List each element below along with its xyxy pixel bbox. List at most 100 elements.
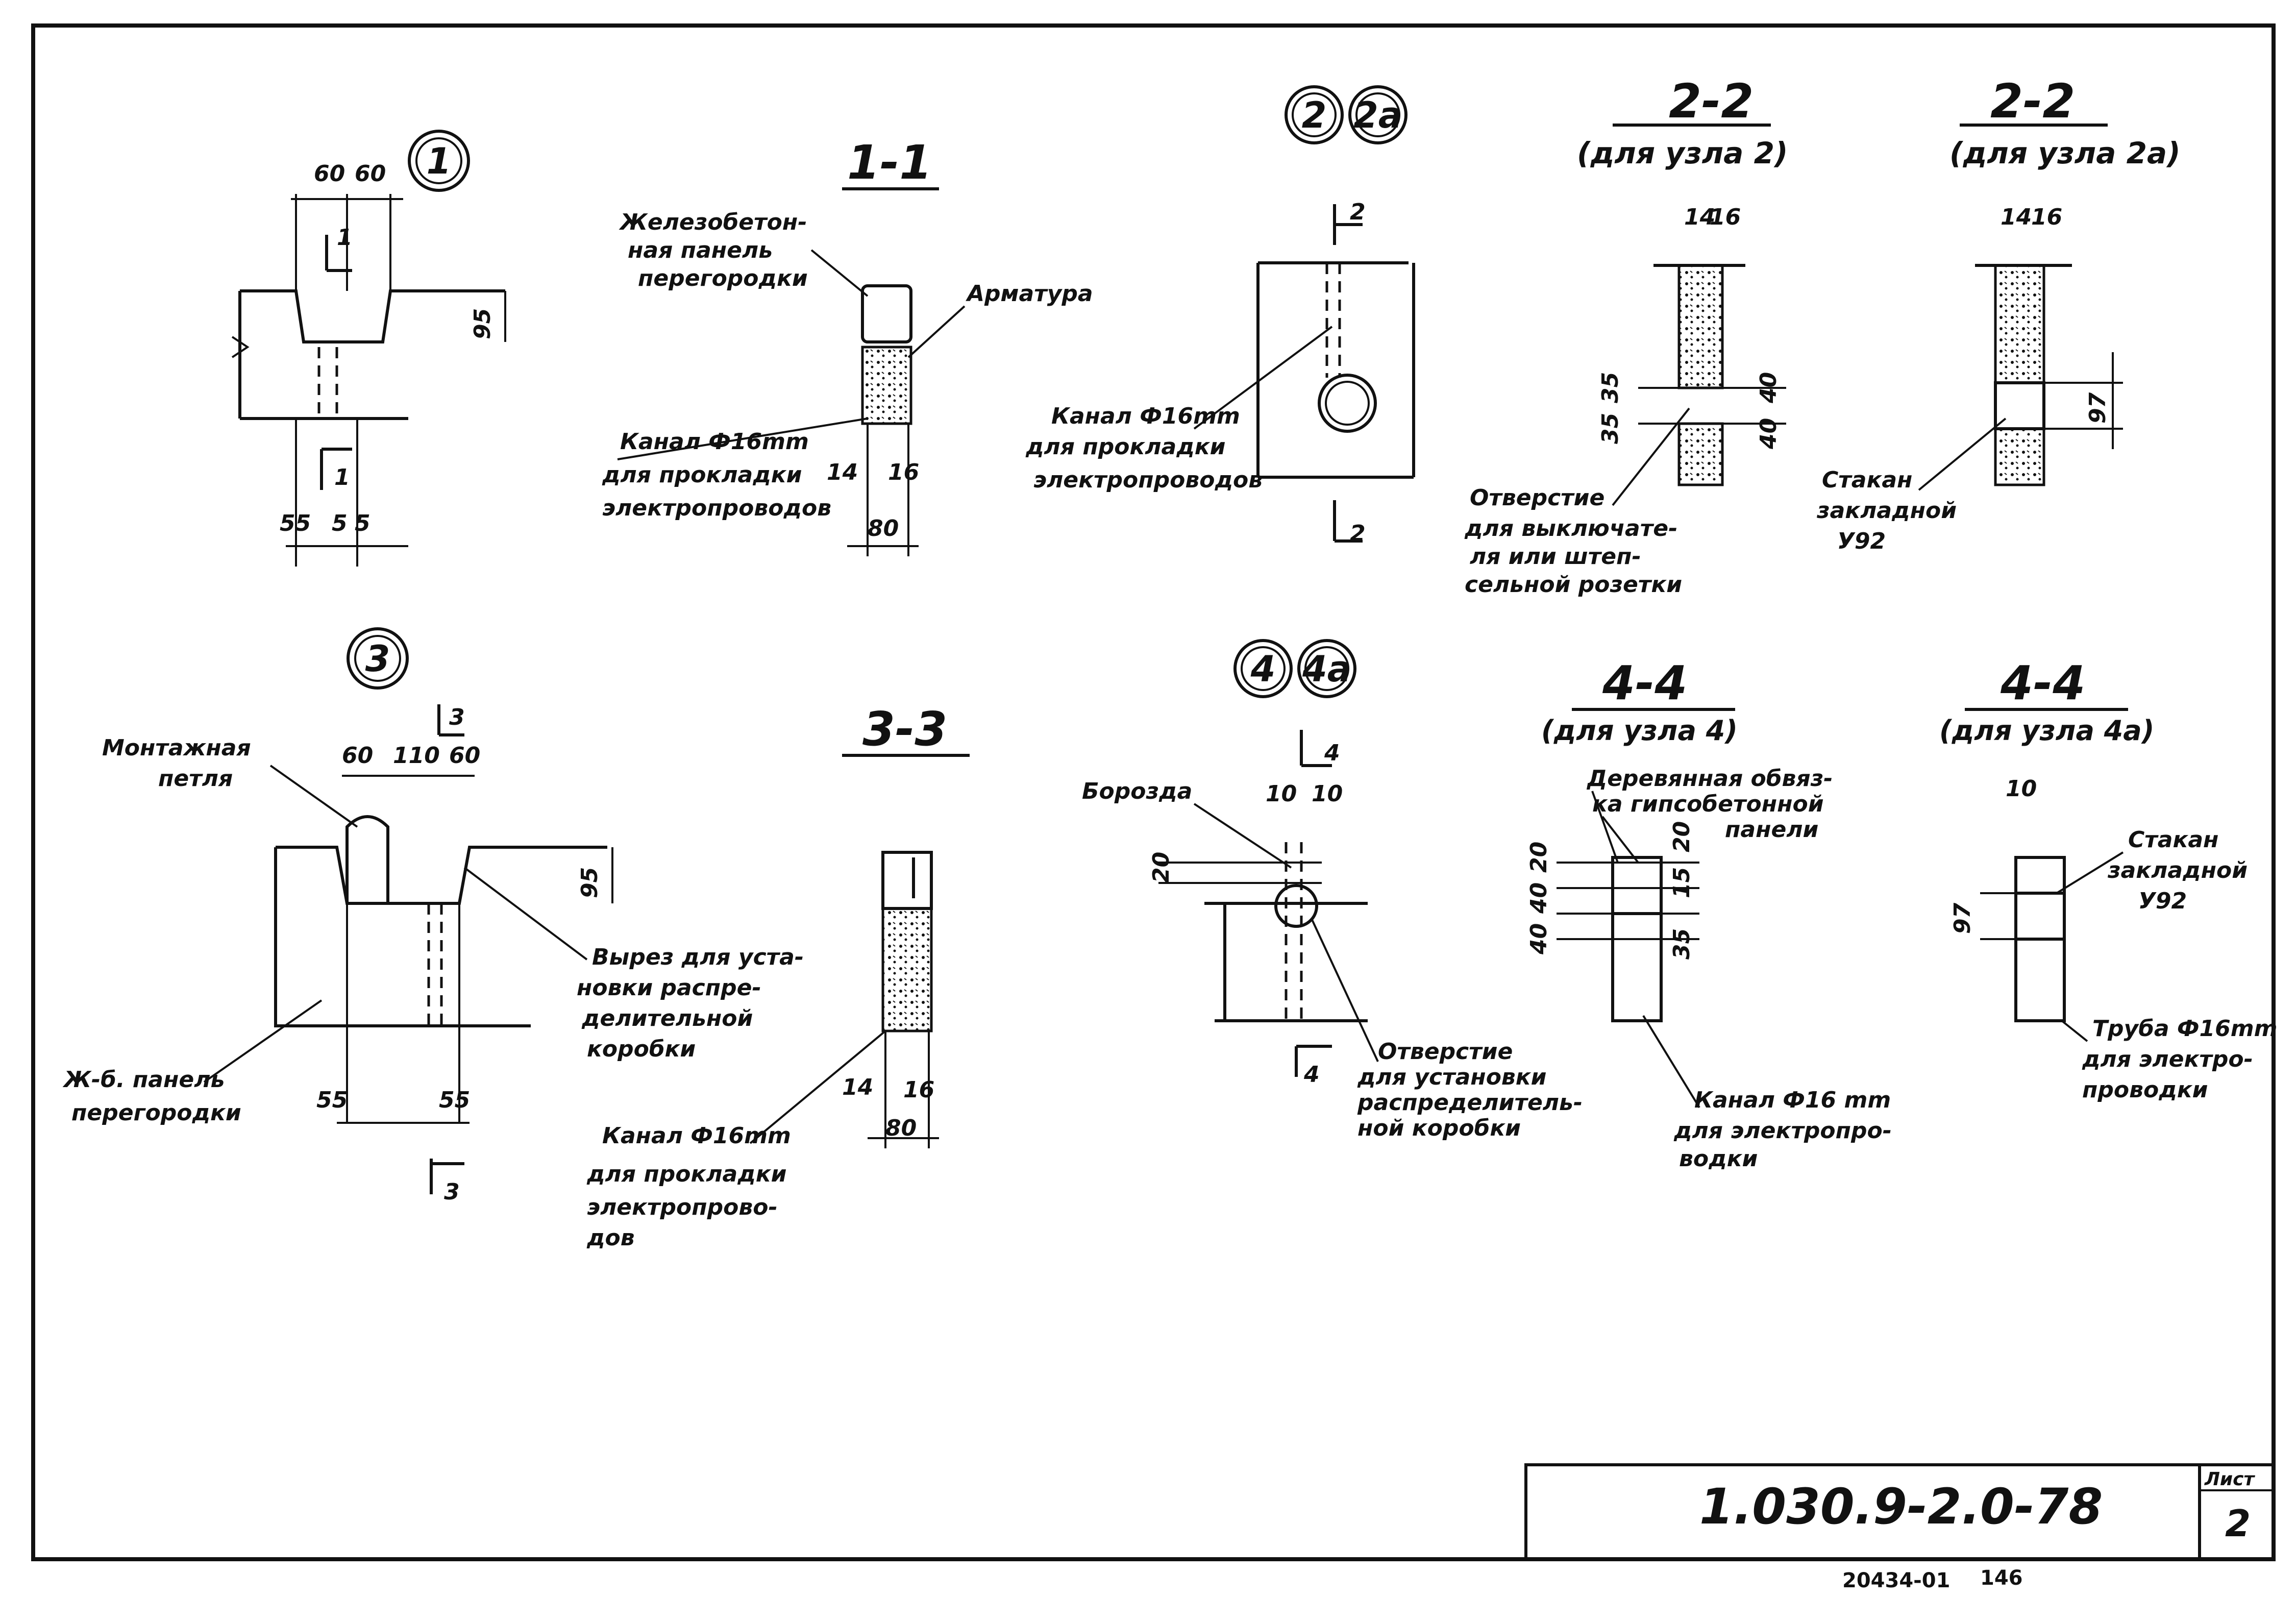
sheet-frame [31, 23, 2276, 1561]
section-3-3-channel-4: дов [586, 1225, 635, 1251]
node-1-number: 1 [427, 140, 452, 182]
node-3-dim-d: 55 [316, 1087, 348, 1113]
node-3-section-top: 3 [449, 704, 465, 730]
wood-label-2: ка гипсобетонной [1592, 791, 1824, 817]
section-1-1-dim-c: 80 [868, 515, 899, 542]
cutout-label-2: новки распре- [577, 975, 761, 1001]
hole-label-1: Отверстие [1470, 485, 1604, 511]
panel3-label-1: Ж-б. панель [62, 1067, 225, 1093]
node-4-hole-2: для установки [1357, 1064, 1546, 1090]
cup-label-2: закладной [1816, 498, 1957, 524]
section-3-3-channel-3: электропрово- [587, 1194, 778, 1220]
node-2-number: 2 [1302, 94, 1327, 136]
section-4-4a: 4-4 (для узла 4а) 10 97 Стакан закладной… [1939, 656, 2277, 1103]
section-3-3: 3-3 14 16 80 Канал Ф16mm для прокладки э… [586, 702, 970, 1251]
section-4-4a-cup-3: У92 [2138, 888, 2187, 914]
section-4-4-channel-3: водки [1679, 1146, 1758, 1172]
section-4-4: 4-4 (для узла 4) 20 40 40 20 15 35 Дерев… [1526, 656, 1892, 1172]
node-4-dim-b: 10 [1312, 781, 1343, 807]
section-1-1-dim-b: 16 [888, 459, 919, 485]
pipe-label-1: Труба Ф16mm [2092, 1016, 2277, 1042]
sheet-number: 2 [2225, 1502, 2251, 1545]
node-1: 1 60 60 95 1 1 55 5 5 [231, 130, 506, 567]
panel3-label-2: перегородки [71, 1100, 241, 1126]
title-block: 1.030.9-2.0-78 Лист 2 20434-01 146 [1524, 1463, 2275, 1592]
node-1-dim-b: 60 [355, 161, 386, 187]
wood-label-1: Деревянная обвяз- [1586, 766, 1833, 792]
node-2-channel-2: для прокладки [1025, 434, 1225, 460]
section-3-3-channel-2: для прокладки [586, 1161, 786, 1187]
node-4-number: 4 [1250, 648, 1276, 690]
page-number: 146 [1980, 1566, 2023, 1590]
pipe-label-3: проводки [2082, 1077, 2208, 1103]
section-3-3-dim-c: 80 [885, 1115, 917, 1141]
node-1-dim-c: 55 [280, 510, 311, 536]
node-4a-number: 4а [1302, 648, 1351, 690]
section-3-3-channel-1: Канал Ф16mm [602, 1123, 791, 1149]
node-2-channel-1: Канал Ф16mm [1051, 403, 1240, 429]
section-4-4-channel-1: Канал Ф16 mm [1694, 1087, 1891, 1113]
section-4-4-dim-b: 40 [1526, 882, 1552, 914]
section-2-2-dim-35a: 35 [1597, 372, 1623, 403]
section-2-2a: 2-2 (для узла 2а) 14 16 97 Стакан заклад… [1816, 74, 2181, 554]
loop-label-2: петля [158, 766, 233, 792]
hole-label-3: ля или штеп- [1470, 544, 1641, 570]
sheet-label: Лист [2204, 1469, 2255, 1490]
node-4-hole-1: Отверстие [1378, 1039, 1513, 1065]
node-4-dim-a: 10 [1266, 781, 1297, 807]
node-2a-number: 2а [1353, 94, 1402, 136]
hole-label-4: сельной розетки [1465, 572, 1682, 598]
section-2-2a-dim-16: 16 [2031, 204, 2062, 230]
section-4-4-title: 4-4 [1602, 656, 1687, 710]
section-4-4-subtitle: (для узла 4) [1541, 715, 1738, 747]
node-3-dim-e: 55 [439, 1087, 470, 1113]
section-4-4a-dim-10: 10 [2006, 776, 2037, 802]
section-2-2-dim-40b: 40 [1756, 418, 1782, 450]
node-2-section-top: 2 [1350, 199, 1366, 225]
node-1-section-bottom: 1 [334, 464, 350, 490]
section-2-2-subtitle: (для узла 2) [1577, 136, 1788, 170]
section-3-3-dim-a: 14 [842, 1074, 873, 1100]
section-2-2-dim-35b: 35 [1597, 413, 1623, 444]
section-2-2-title: 2-2 [1669, 74, 1754, 129]
node-1-dim-a: 60 [314, 161, 345, 187]
pipe-label-2: для электро- [2082, 1046, 2253, 1072]
drawing-code: 1.030.9-2.0-78 [1699, 1478, 2103, 1535]
section-1-1-channel-2: для прокладки [602, 462, 802, 488]
archive-number: 20434-01 [1842, 1569, 1950, 1592]
node-1-dim-95: 95 [470, 308, 496, 339]
node-3-section-bottom: 3 [444, 1179, 460, 1205]
section-4-4-dim-e: 15 [1669, 867, 1695, 898]
node-3-dim-b: 110 [393, 743, 440, 769]
node-3-number: 3 [365, 638, 390, 680]
section-1-1-dim-a: 14 [827, 459, 858, 485]
section-1-1-title: 1-1 [847, 135, 932, 190]
panel-label-line-2: ная панель [628, 237, 773, 263]
armature-label: Арматура [966, 281, 1093, 307]
node-1-dim-d: 5 [332, 510, 348, 536]
section-3-3-dim-b: 16 [903, 1077, 934, 1103]
section-4-4a-cup-1: Стакан [2128, 827, 2218, 853]
section-3-3-title: 3-3 [862, 702, 947, 756]
section-2-2: 2-2 (для узла 2) 14 16 35 35 40 40 Отвер… [1464, 74, 1788, 598]
node-4-section-top: 4 [1324, 740, 1340, 766]
section-1-1-channel-3: электропроводов [602, 495, 831, 521]
section-2-2a-title: 2-2 [1990, 74, 2075, 129]
section-2-2-dim-14: 14 [1684, 204, 1715, 230]
node-4-hole-3: распределитель- [1357, 1090, 1583, 1116]
section-2-2a-subtitle: (для узла 2а) [1949, 136, 2181, 170]
node-4: 4 4а 4 4 10 10 20 Борозда Отверстие для … [1082, 639, 1583, 1141]
section-4-4a-title: 4-4 [2000, 656, 2085, 710]
section-2-2a-dim-97: 97 [2085, 392, 2111, 424]
section-2-2a-dim-14: 14 [2001, 204, 2032, 230]
node-3-dim-a: 60 [342, 743, 373, 769]
section-4-4-dim-c: 40 [1526, 923, 1552, 955]
section-2-2-dim-40a: 40 [1756, 372, 1782, 404]
node-2-section-bottom: 2 [1350, 521, 1366, 547]
node-4-dim-20: 20 [1148, 852, 1174, 883]
cup-label-3: У92 [1837, 528, 1886, 554]
cutout-label-1: Вырез для уста- [592, 944, 804, 970]
section-1-1: 1-1 14 16 80 Железобетон- ная панель пер… [602, 135, 1093, 556]
node-3-dim-c: 60 [449, 743, 480, 769]
